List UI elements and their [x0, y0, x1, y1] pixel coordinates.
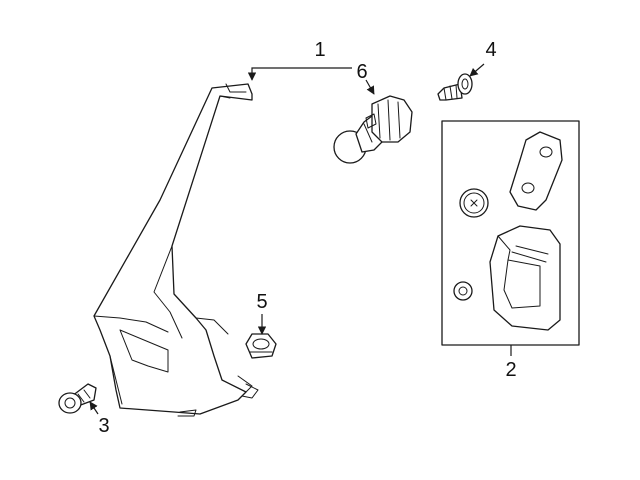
callout-4: 4	[485, 39, 496, 61]
callout-2: 2	[505, 359, 516, 381]
callout-5: 5	[256, 291, 267, 313]
screw-4	[437, 73, 473, 101]
quarter-trim-panel	[93, 83, 259, 417]
kit-box	[441, 120, 580, 346]
leader-lines	[89, 63, 512, 415]
screw-3	[58, 383, 97, 414]
bulb-socket	[333, 95, 413, 164]
callout-1: 1	[314, 39, 325, 61]
callout-3: 3	[98, 415, 109, 437]
callout-6: 6	[356, 61, 367, 83]
nut-5	[245, 333, 277, 359]
